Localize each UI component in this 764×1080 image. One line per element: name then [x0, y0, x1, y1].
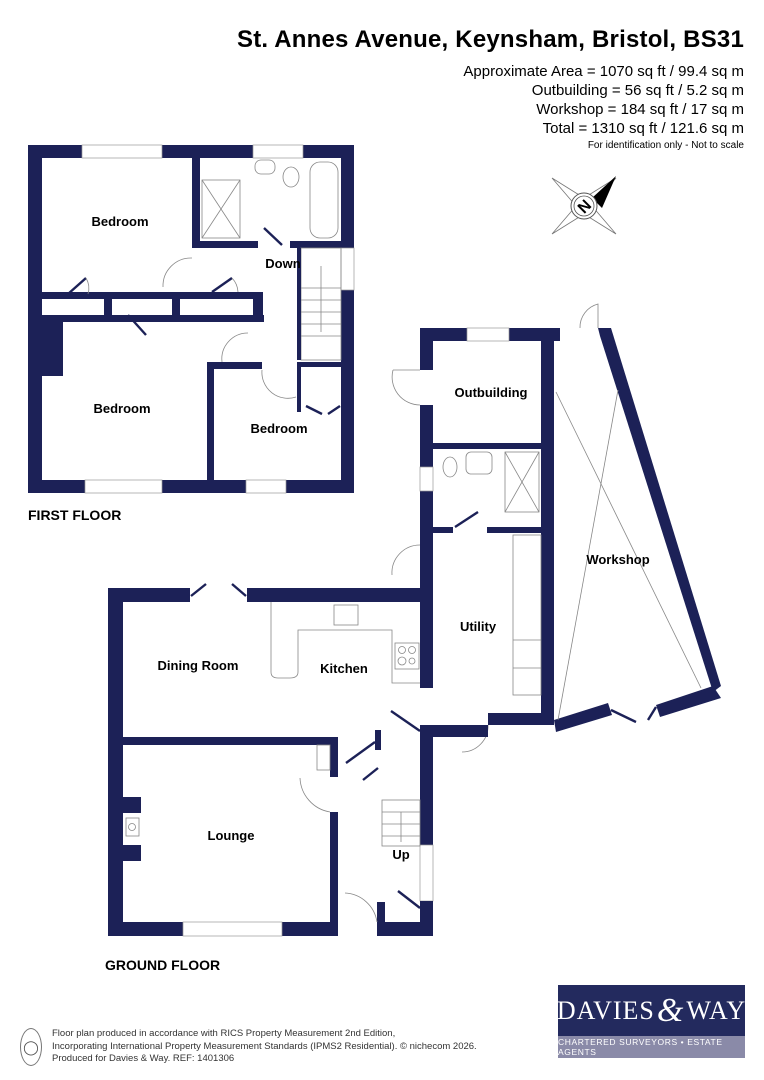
brand-logo: DAVIES & WAY CHARTERED SURVEYORS • ESTAT… [556, 985, 747, 1058]
logo-brand-left: DAVIES [556, 995, 655, 1025]
room-label-lounge: Lounge [208, 828, 255, 843]
ground-floor-plan: Dining Room Kitchen Lounge Up [108, 583, 488, 937]
room-label-outbuilding: Outbuilding [455, 385, 528, 400]
footer-line-3: Produced for Davies & Way. REF: 1401306 [52, 1053, 235, 1065]
property-title: St. Annes Avenue, Keynsham, Bristol, BS3… [236, 26, 744, 53]
ground-floor-label: GROUND FLOOR [105, 957, 221, 973]
first-floor-plan: Bedroom Bedroom Bedroom Down [28, 144, 355, 494]
compass-north-icon: N [551, 176, 617, 235]
room-label-kitchen: Kitchen [320, 661, 368, 676]
person-scale-icon: ◯ [20, 1028, 42, 1066]
footer: ◯ Floor plan produced in accordance with… [20, 1028, 477, 1066]
area-workshop: Workshop = 184 sq ft / 17 sq m [536, 101, 744, 118]
logo-wordmark: DAVIES & WAY [556, 985, 747, 1036]
room-label-workshop: Workshop [586, 552, 649, 567]
footer-text: Floor plan produced in accordance with R… [52, 1028, 477, 1066]
room-label-bedroom-1: Bedroom [91, 214, 148, 229]
area-outbuilding: Outbuilding = 56 sq ft / 5.2 sq m [531, 82, 744, 99]
footer-line-2: Incorporating International Property Mea… [52, 1040, 477, 1052]
stairs-down-label: Down [265, 256, 300, 271]
area-summary: Approximate Area = 1070 sq ft / 99.4 sq … [463, 62, 744, 138]
room-label-dining-room: Dining Room [158, 658, 239, 673]
room-label-bedroom-3: Bedroom [250, 421, 307, 436]
first-floor-label: FIRST FLOOR [28, 507, 122, 523]
outbuilding-plan: Outbuilding Utility Workshop [391, 303, 721, 753]
disclaimer: For identification only - Not to scale [587, 140, 744, 151]
room-label-bedroom-2: Bedroom [93, 401, 150, 416]
logo-ampersand: & [656, 991, 685, 1029]
logo-tagline: CHARTERED SURVEYORS • ESTATE AGENTS [558, 1036, 745, 1058]
area-main: Approximate Area = 1070 sq ft / 99.4 sq … [463, 63, 744, 80]
stairs-up-label: Up [392, 847, 409, 862]
logo-brand-right: WAY [686, 995, 747, 1025]
footer-line-1: Floor plan produced in accordance with R… [52, 1028, 396, 1040]
area-total: Total = 1310 sq ft / 121.6 sq m [542, 120, 744, 137]
room-label-utility: Utility [460, 619, 497, 634]
